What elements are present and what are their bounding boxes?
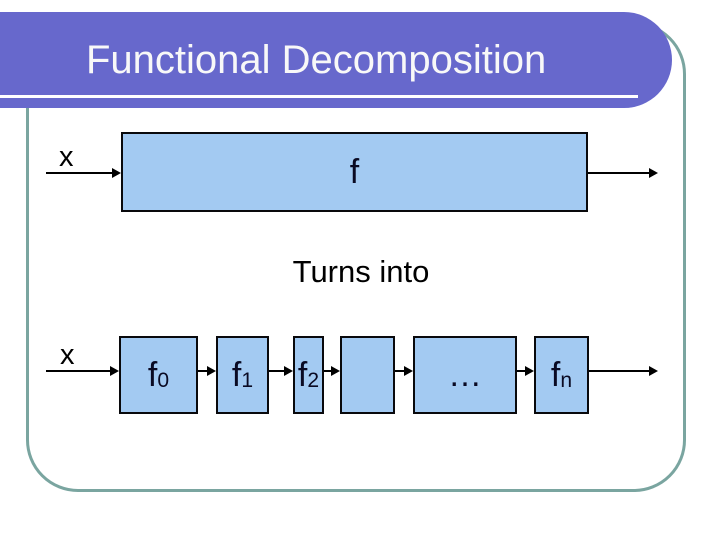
- arrow-input-bottom: [46, 366, 119, 376]
- function-box-fn-subscript: n: [560, 369, 573, 393]
- transition-caption: Turns into: [292, 254, 430, 289]
- arrow-input-top: [46, 168, 121, 178]
- function-box-f2-label: f: [297, 356, 308, 394]
- function-box-f-label: f: [349, 153, 360, 191]
- arrow-connector-5: [517, 366, 534, 376]
- function-box-f0-label: f: [147, 356, 158, 394]
- function-box-f: f: [121, 132, 588, 212]
- function-box-f0-subscript: 0: [157, 369, 170, 393]
- function-box-ellipsis-label: …: [448, 356, 482, 394]
- function-box-fn-label: f: [550, 356, 561, 394]
- function-box-f2-subscript: 2: [307, 369, 320, 393]
- arrow-connector-4: [395, 366, 413, 376]
- function-box-f1-label: f: [231, 356, 242, 394]
- title-banner: Functional Decomposition: [0, 12, 672, 108]
- arrow-connector-2: [269, 366, 293, 376]
- arrow-output-top: [588, 168, 658, 178]
- arrow-connector-3: [324, 366, 340, 376]
- function-box-unnamed: [340, 336, 395, 414]
- input-label-top: x: [59, 141, 74, 173]
- slide-title: Functional Decomposition: [86, 38, 547, 82]
- arrow-output-bottom: [589, 366, 658, 376]
- arrow-connector-1: [198, 366, 216, 376]
- title-underline: [0, 95, 638, 98]
- function-box-ellipsis: …: [413, 336, 517, 414]
- input-label-bottom: x: [60, 339, 75, 371]
- function-box-f1-subscript: 1: [241, 369, 254, 393]
